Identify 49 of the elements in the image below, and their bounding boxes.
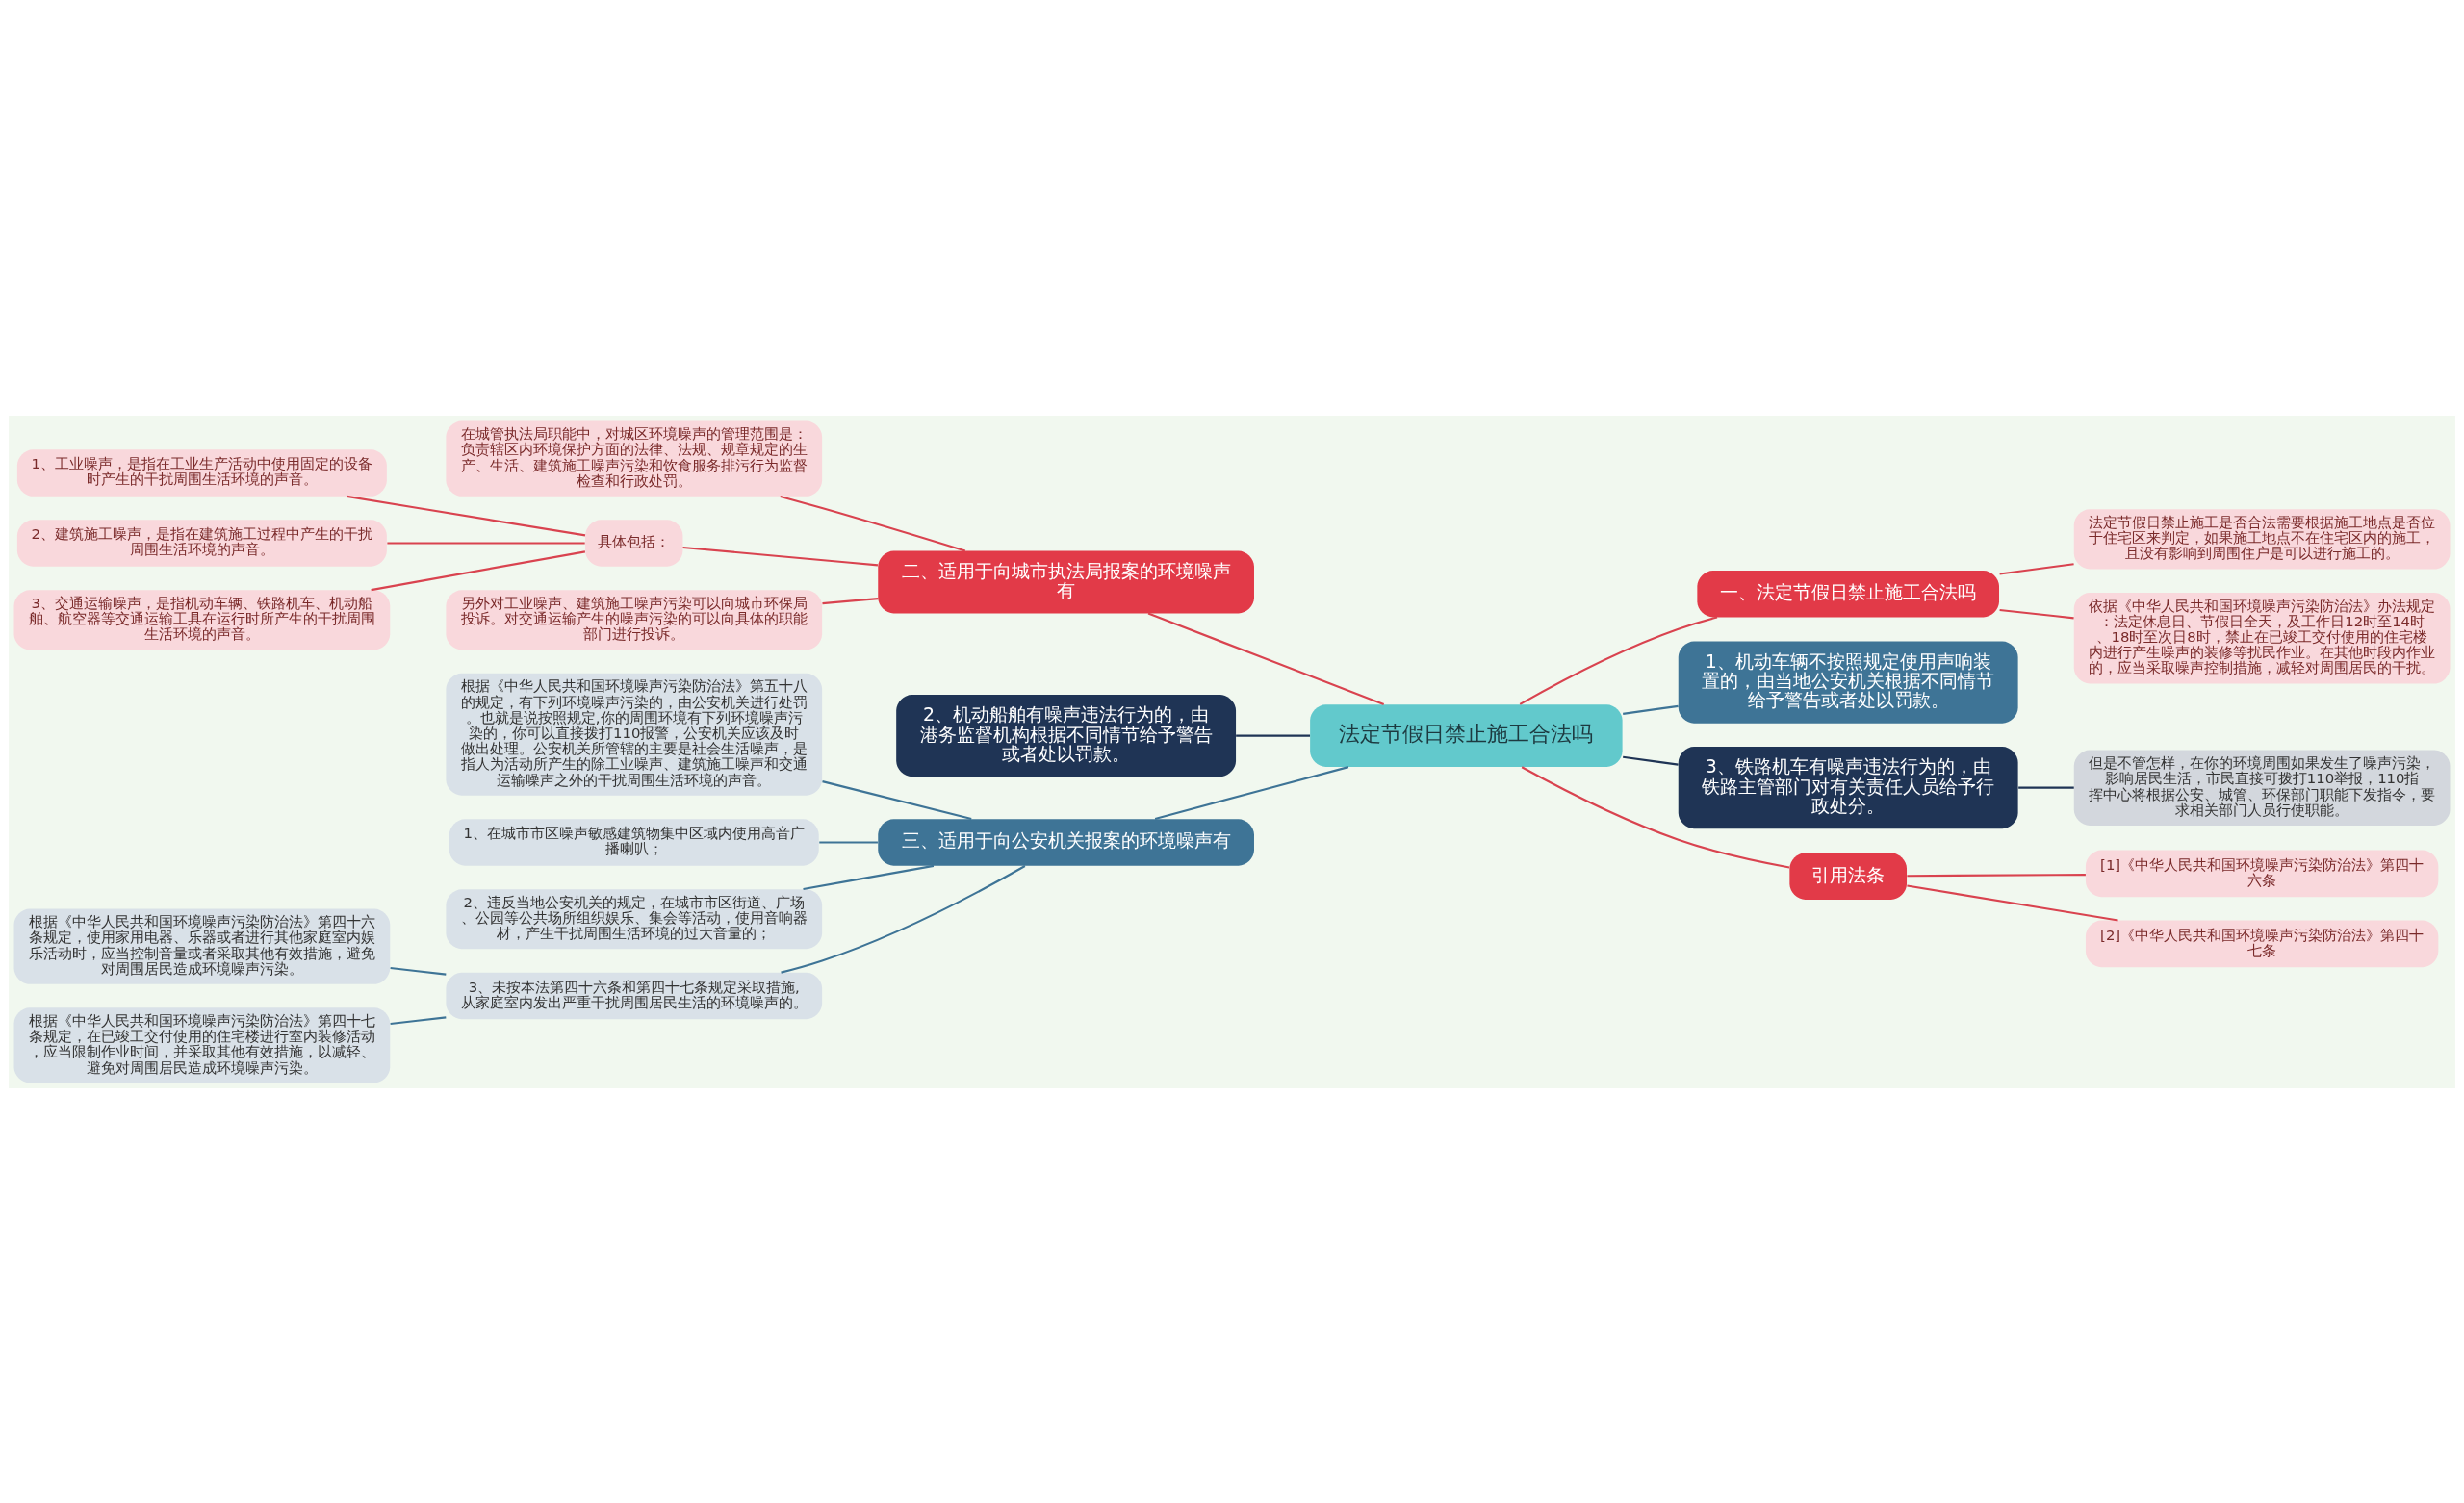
connector [390,1015,447,1025]
connector [2018,786,2074,789]
node-box: 2、建筑施工噪声，是指在建筑施工过程中产生的干扰周围生活环境的声音。 [16,519,387,567]
node-box: 3、未按本法第四十六条和第四十七条规定采取措施,从家庭室内发出严重干扰周围居民生活的环境噪声的。 [446,972,823,1019]
connector [387,541,585,545]
node-box: 依据《中华人民共和国环境噪声污染防治法》办法规定：法定休息日、节假日全天，及工作日12时至14时、18时至次日8时，禁止在已竣工交付使用的住宅楼内进行产生噪声的装修等扰民作业。在其他时段内作业的，应当采取噪声控制措施，减轻对周围居民的干扰。 [2073,592,2451,683]
node-box: 1、在城市市区噪声敏感建筑物集中区域内使用高音广播喇叭； [449,818,819,866]
node-box: 在城管执法局职能中，对城区环境噪声的管理范围是：负责辖区内环境保护方面的法律、法规、规章规定的生产、生活、建筑施工噪声污染和饮食服务排污行为监督检查和行政处罚。 [446,420,823,497]
connector [346,495,586,536]
connector [1999,562,2074,575]
connector [1521,765,1790,868]
node-box: 2、机动船舶有噪声违法行为的，由港务监督机构根据不同情节给予警告或者处以罚款。 [896,694,1237,777]
connector [803,864,935,890]
node-box: 法定节假日禁止施工合法吗 [1310,703,1623,767]
connector [1623,704,1679,715]
connector [1154,765,1349,820]
connector [390,966,447,976]
connector [682,546,879,566]
connector [1236,734,1310,737]
node-box: [1]《中华人民共和国环境噪声污染防治法》第四十六条 [2085,850,2439,897]
node-box: 二、适用于向城市执法局报案的环境噪声有 [878,550,1254,613]
node-box: 3、交通运输噪声，是指机动车辆、铁路机车、机动船舶、航空器等交通运输工具在运行时所产生的干扰周围生活环境的声音。 [13,589,391,650]
node-box: 根据《中华人民共和国环境噪声污染防治法》第四十七条规定，在已竣工交付使用的住宅楼进行室内装修活动，应当限制作业时间，并采取其他有效措施，以减轻、避免对周围居民造成环境噪声污染。 [13,1006,391,1083]
node-box: 根据《中华人民共和国环境噪声污染防治法》第四十六条规定，使用家用电器、乐器或者进行其他家庭室内娱乐活动时，应当控制音量或者采取其他有效措施，避免对周围居民造成环境噪声污染。 [13,907,391,984]
node-box: 另外对工业噪声、建筑施工噪声污染可以向城市环保局投诉。对交通运输产生的噪声污染的可以向具体的职能部门进行投诉。 [446,589,823,650]
connector [780,495,966,552]
connector [1147,612,1385,705]
connector [1519,616,1718,705]
node-box: 一、法定节假日禁止施工合法吗 [1697,570,1999,618]
node-box: 2、违反当地公安机关的规定，在城市市区街道、广场、公园等公共场所组织娱乐、集会等活动，使用音响器材，产生干扰周围生活环境的过大音量的； [446,888,823,949]
node-box: [2]《中华人民共和国环境噪声污染防治法》第四十七条 [2085,920,2439,967]
node-box: 1、机动车辆不按照规定使用声响装置的，由当地公安机关根据不同情节给予警告或者处以罚款。 [1678,641,2018,724]
node-box: 但是不管怎样，在你的环境周围如果发生了噪声污染，影响居民生活，市民直接可拨打110举报，110指挥中心将根据公安、城管、环保部门职能下发指令，要求相关部门人员行使职能。 [2073,749,2451,826]
connector [819,840,878,844]
node-box: 1、工业噪声，是指在工业生产活动中使用固定的设备时产生的干扰周围生活环境的声音。 [16,448,387,497]
node-box: 根据《中华人民共和国环境噪声污染防治法》第五十八的规定，有下列环境噪声污染的，由公安机关进行处罚。也就是说按照规定,你的周围环境有下列环境噪声污染的，你可以直接拨打110报警，公安机关应该及时做出处理。公安机关所管辖的主要是社会生活噪声，是指人为活动所产生的除工业噪声、建筑施工噪声和交通运输噪声之外的干扰周围生活环境的声音。 [446,673,823,796]
connector [822,779,972,820]
node-box: 具体包括： [585,519,683,567]
node-box: 三、适用于向公安机关报案的环境噪声有 [878,818,1254,866]
node-box: 法定节假日禁止施工是否合法需要根据施工地点是否位于住宅区来判定，如果施工地点不在住宅区内的施工，且没有影响到周围住户是可以进行施工的。 [2073,508,2451,570]
node-box: 引用法条 [1789,852,1908,900]
connector [1907,873,2086,877]
connector [1623,755,1679,766]
connector [1999,608,2074,619]
connector [781,864,1026,974]
connector [371,549,586,591]
connector [1907,883,2118,922]
connector [822,597,879,604]
node-box: 3、铁路机车有噪声违法行为的，由铁路主管部门对有关责任人员给予行政处分。 [1678,746,2018,828]
